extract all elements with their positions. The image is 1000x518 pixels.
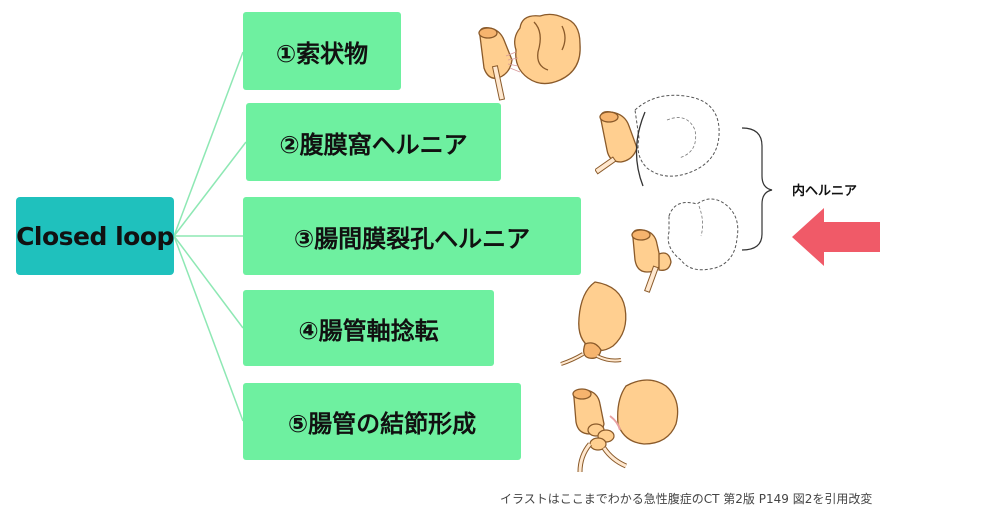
illustration-band: [478, 13, 581, 101]
connector-4: [173, 235, 244, 329]
category-4: ④腸管軸捻転: [243, 290, 494, 366]
category-1-label: ①索状物: [275, 39, 369, 68]
connector-1: [173, 51, 244, 237]
connector-5: [173, 235, 244, 422]
category-4-label: ④腸管軸捻転: [298, 316, 439, 345]
category-1: ①索状物: [243, 12, 401, 90]
internal-hernia-label: 内ヘルニア: [792, 184, 858, 199]
illustration-volvulus: [560, 281, 627, 366]
category-3: ③腸間膜裂孔ヘルニア: [243, 197, 581, 275]
connector-2: [173, 141, 247, 237]
illustration-mesenteric-hernia: [631, 198, 739, 293]
root-label: Closed loop: [16, 221, 174, 251]
category-5-label: ⑤腸管の結節形成: [287, 410, 477, 438]
internal-hernia-bracket: [741, 127, 773, 251]
illustration-fossa-hernia: [595, 94, 720, 187]
category-2: ②腹膜窩ヘルニア: [246, 103, 501, 181]
root-node: Closed loop: [16, 197, 174, 275]
category-5: ⑤腸管の結節形成: [243, 383, 521, 460]
footnote: イラストはここまでわかる急性腹症のCT 第2版 P149 図2を引用改変: [500, 492, 873, 506]
illustration-knot: [572, 379, 679, 473]
pointer-arrow: [792, 208, 880, 266]
category-2-label: ②腹膜窩ヘルニア: [279, 130, 468, 159]
category-3-label: ③腸間膜裂孔ヘルニア: [293, 224, 531, 253]
